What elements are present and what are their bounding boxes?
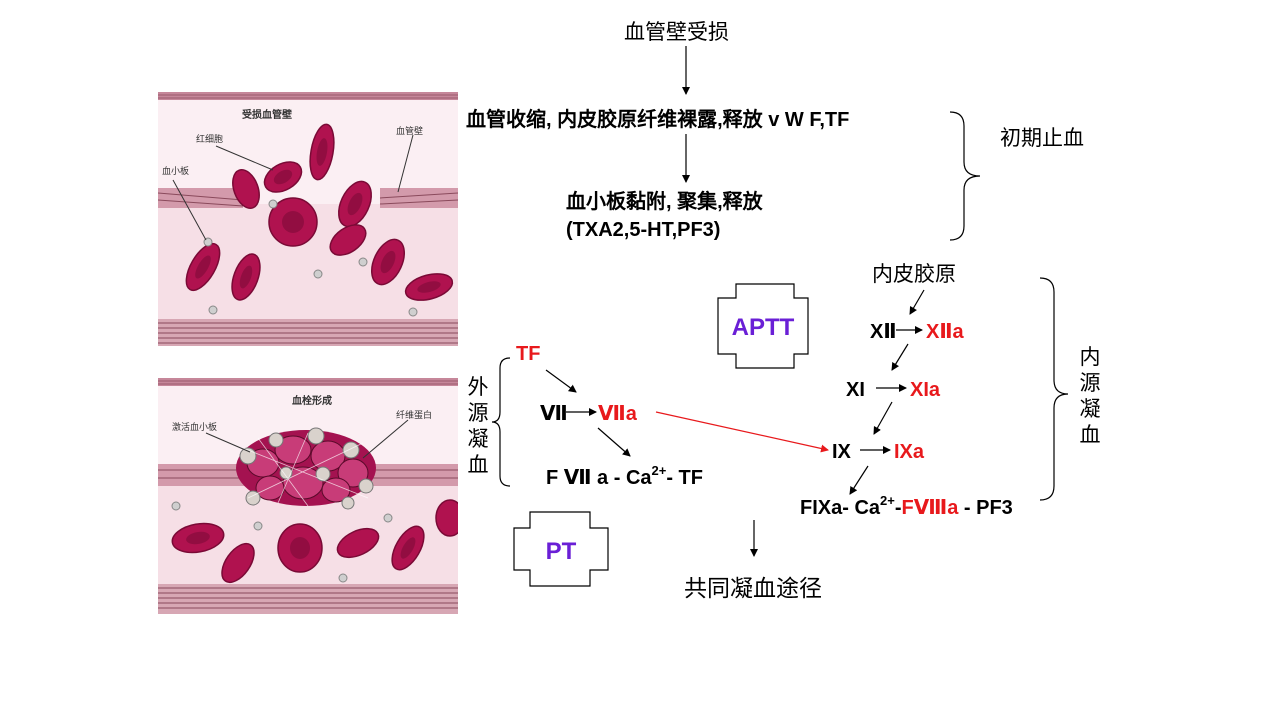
aptt-label: APTT xyxy=(731,314,795,341)
thrombus-illustration: 血栓形成 激活血小板 纤维蛋白 xyxy=(158,378,458,614)
brace-primary-hemostasis xyxy=(949,111,981,241)
common-pathway-label: 共同凝血途径 xyxy=(684,576,822,602)
vasoconstriction-step: 血管收缩, 内皮胶原纤维裸露,释放 v W F,TF xyxy=(466,109,850,131)
tenase-complex: FIXa- Ca2+-FⅧa - PF3 xyxy=(800,493,1013,519)
factor-11: XI xyxy=(846,379,865,401)
label-damaged-wall: 受损血管壁 xyxy=(242,110,292,121)
arrow-tf-to-f7a xyxy=(545,369,577,393)
label-activated-platelet: 激活血小板 xyxy=(172,423,218,433)
platelet-release-factors: (TXA2,5-HT,PF3) xyxy=(566,219,721,241)
label-platelet: 血小板 xyxy=(162,167,190,177)
arrow-f7a-to-f9a xyxy=(655,411,829,453)
arrow-f12a-to-f11 xyxy=(891,343,909,371)
factor-12a: XⅡa xyxy=(926,321,964,343)
platelet-adhesion-step: 血小板黏附, 聚集,释放 xyxy=(566,191,763,213)
label-fibrin: 纤维蛋白 xyxy=(396,411,433,421)
aptt-cross-shape xyxy=(717,283,809,369)
primary-hemostasis-label: 初期止血 xyxy=(1000,126,1084,150)
extrinsic-complex: F Ⅶ a - Ca2+- TF xyxy=(546,463,703,489)
factor-7a: Ⅶa xyxy=(598,403,637,425)
pt-cross-shape xyxy=(513,511,609,587)
label-red-blood-cell: 红细胞 xyxy=(196,135,224,145)
factor-11a: XIa xyxy=(910,379,941,401)
factor-9a: IXa xyxy=(894,441,925,463)
arrow-f11a-to-f9 xyxy=(873,401,893,435)
extrinsic-coagulation-label: 外 源 凝 血 xyxy=(467,375,489,477)
factor-7: Ⅶ xyxy=(540,403,568,425)
label-vessel-wall: 血管壁 xyxy=(396,127,424,137)
pt-label: PT xyxy=(545,538,577,565)
intrinsic-coagulation-label: 内 源 凝 血 xyxy=(1079,345,1101,447)
arrow-collagen-to-f12 xyxy=(909,289,925,315)
endothelial-collagen-label: 内皮胶原 xyxy=(872,262,956,286)
arrow-f9a-to-complex xyxy=(849,465,869,495)
brace-extrinsic xyxy=(491,357,511,487)
damaged-vessel-illustration: 受损血管壁 红细胞 血管壁 血小板 xyxy=(158,92,458,346)
factor-9: IX xyxy=(832,441,851,463)
factor-12: XⅡ xyxy=(870,321,897,343)
tissue-factor: TF xyxy=(516,343,541,365)
vessel-damage-title: 血管壁受损 xyxy=(624,20,729,44)
label-thrombus: 血栓形成 xyxy=(292,396,332,407)
arrow-f7a-to-complex xyxy=(597,427,631,457)
brace-intrinsic xyxy=(1039,277,1069,501)
